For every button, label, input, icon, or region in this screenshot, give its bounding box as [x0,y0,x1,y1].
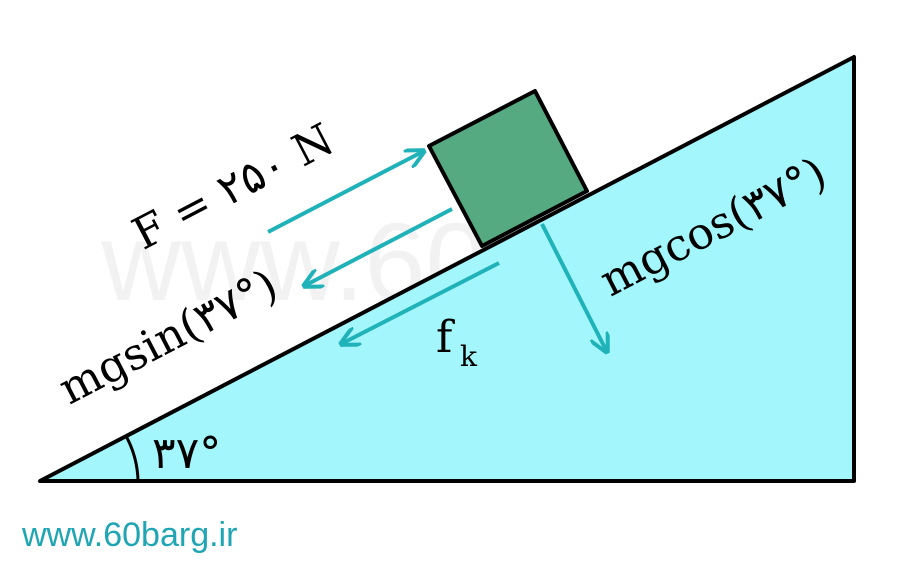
block [427,89,589,248]
parallel-component-arrow [306,207,453,285]
friction-arrow [343,261,500,343]
friction-label-subscript: k [460,340,478,373]
angle-label: ۳۷° [152,428,221,479]
friction-label: f [436,312,455,363]
footer-website-url[interactable]: www.60barg.ir [22,516,238,554]
perpendicular-component-arrow [540,223,606,350]
angle-arc [124,435,140,482]
inclined-plane [38,55,856,483]
friction-label-main: f [436,312,455,363]
applied-force-arrow [267,152,422,234]
